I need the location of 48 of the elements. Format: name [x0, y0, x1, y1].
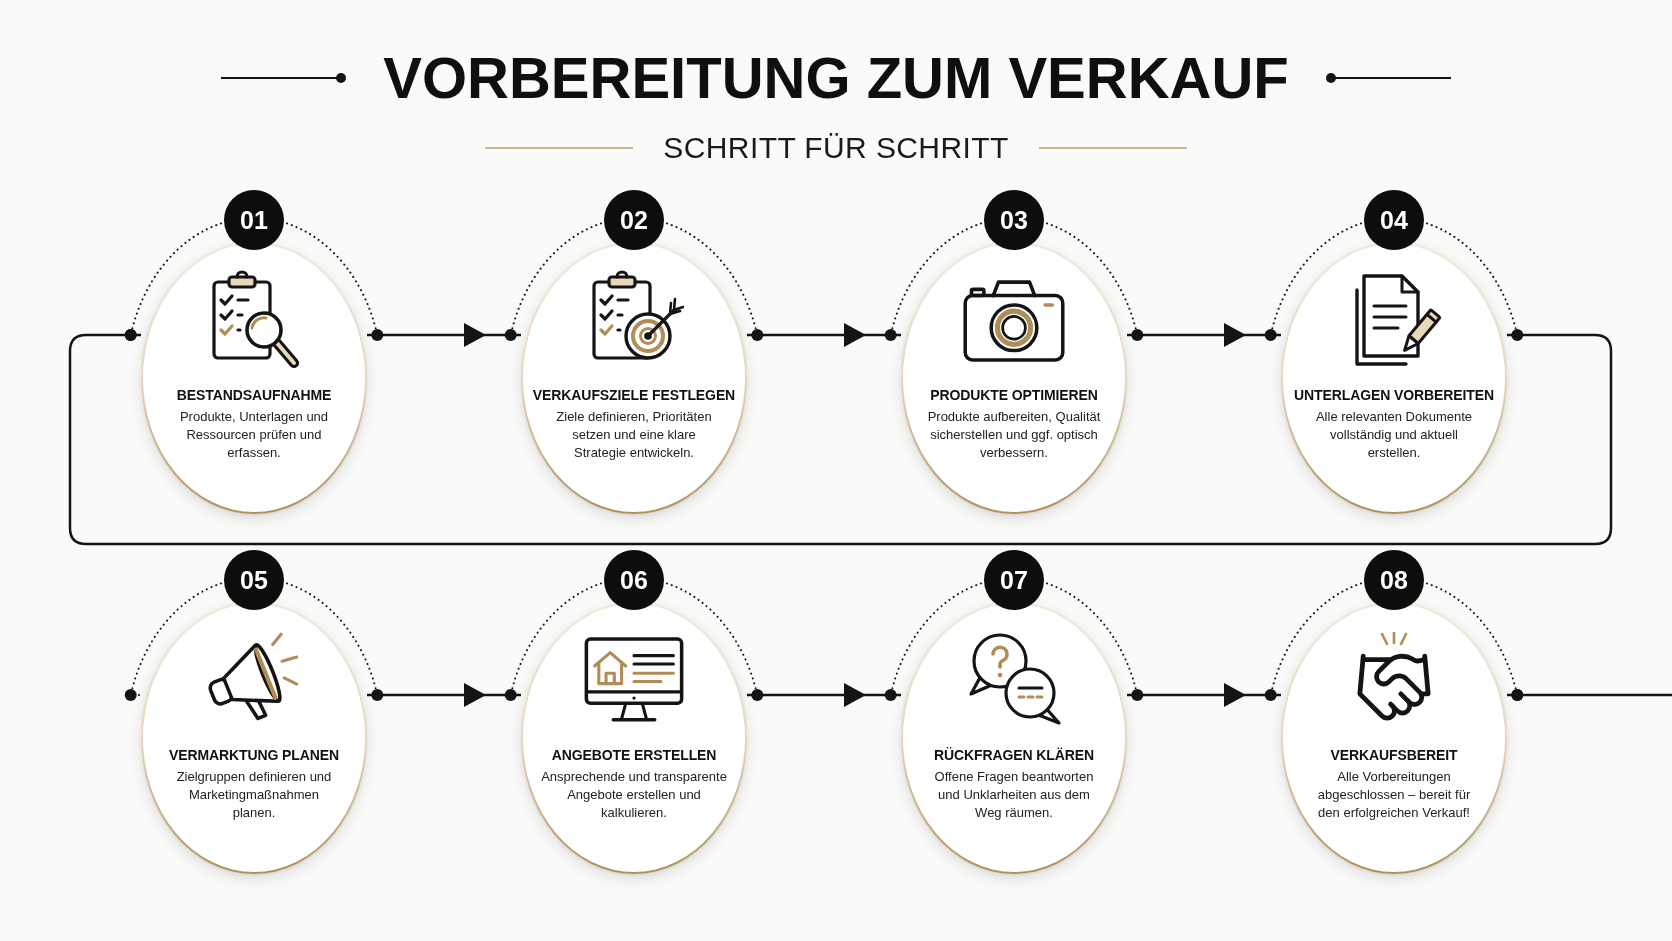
step-description: Produkte, Unterlagen und Ressourcen prüfen und erfassen.: [178, 408, 330, 462]
arrow: [747, 323, 901, 347]
dotted-line: [124, 222, 222, 341]
step-number-badge: 07: [984, 550, 1044, 610]
step-description: Ansprechende und transparente Angebote erstellen und kalkulieren.: [540, 768, 728, 822]
step-description: Zielgruppen definieren und Marketingmaßnahmen planen.: [175, 768, 333, 822]
dotted-line: [666, 582, 764, 701]
dotted-line: [1046, 582, 1144, 701]
step-number-badge: 03: [984, 190, 1044, 250]
step-number-badge: 01: [224, 190, 284, 250]
arrow: [367, 323, 521, 347]
step-description: Alle relevanten Dokumente vollständig und aktuell erstellen.: [1314, 408, 1474, 462]
step-title: RÜCKFRAGEN KLÄREN: [933, 746, 1095, 764]
step-number-badge: 05: [224, 550, 284, 610]
step-number-badge: 02: [604, 190, 664, 250]
dotted-line: [1046, 222, 1144, 341]
page-subtitle: SCHRITT FÜR SCHRITT: [663, 133, 1009, 163]
dotted-line: [1264, 222, 1362, 341]
step-title: UNTERLAGEN VORBEREITEN: [1293, 386, 1494, 404]
step-description: Ziele definieren, Prioritäten setzen und eine klare Strategie entwickeln.: [555, 408, 713, 462]
step-description: Alle Vorbereitungen abgeschlossen – bereit für den erfolgreichen Verkauf!: [1316, 768, 1472, 822]
dotted-line: [124, 582, 222, 701]
arrow: [1127, 683, 1281, 707]
dotted-line: [1264, 582, 1362, 701]
dotted-line: [1426, 222, 1524, 341]
dotted-line: [666, 222, 764, 341]
step-title: VERMARKTUNG PLANEN: [168, 746, 340, 764]
step-number-badge: 04: [1364, 190, 1424, 250]
dotted-line: [286, 582, 384, 701]
dotted-line: [1426, 582, 1524, 701]
step-title: VERKAUFSZIELE FESTLEGEN: [532, 386, 736, 404]
arrow: [367, 683, 521, 707]
step-number-badge: 08: [1364, 550, 1424, 610]
arrow: [747, 683, 901, 707]
page-title: VORBEREITUNG ZUM VERKAUF: [383, 49, 1289, 107]
step-title: BESTANDSAUFNAHME: [176, 386, 332, 404]
step-description: Produkte aufbereiten, Qualität sicherstellen und ggf. optisch verbessern.: [926, 408, 1102, 462]
step-title: PRODUKTE OPTIMIEREN: [930, 386, 1098, 404]
dotted-line: [504, 582, 602, 701]
step-description: Offene Fragen beantworten und Unklarheiten aus dem Weg räumen.: [933, 768, 1095, 822]
step-title: VERKAUFSBEREIT: [1330, 746, 1458, 764]
arrow: [1127, 323, 1281, 347]
dotted-line: [504, 222, 602, 341]
step-number-badge: 06: [604, 550, 664, 610]
dotted-line: [884, 222, 982, 341]
step-title: ANGEBOTE ERSTELLEN: [551, 746, 717, 764]
dotted-line: [884, 582, 982, 701]
dotted-line: [286, 222, 384, 341]
